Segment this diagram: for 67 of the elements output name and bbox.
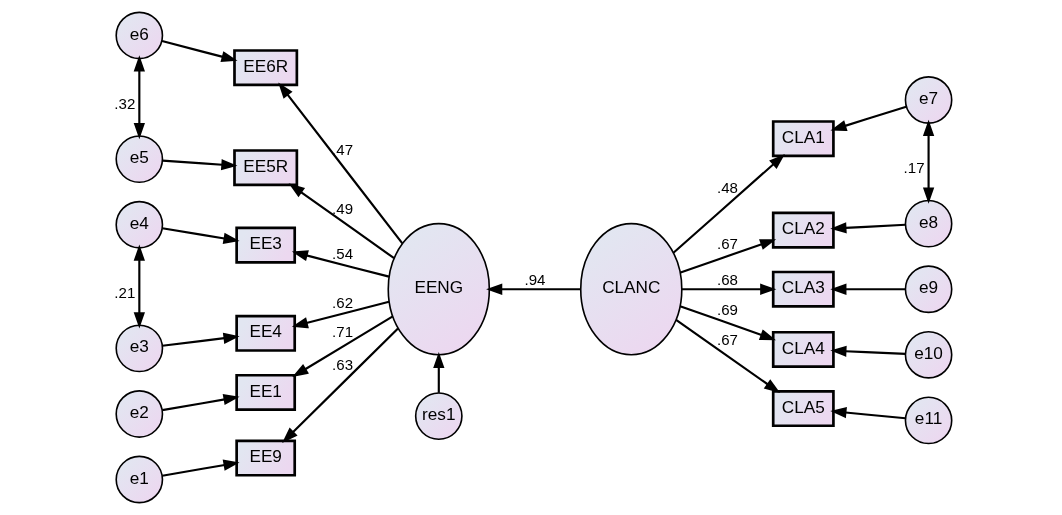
- arrow: [679, 305, 776, 341]
- arrow: [291, 250, 390, 278]
- arrow: [830, 283, 906, 295]
- arrow: [282, 327, 399, 443]
- node-circle: e2: [115, 390, 164, 438]
- edge-label: .94: [524, 271, 546, 289]
- arrow: [292, 315, 394, 378]
- edge-label: .48: [717, 178, 738, 196]
- edge-label: .71: [332, 322, 354, 340]
- node-circle: e10: [904, 330, 953, 379]
- edge-label: .62: [332, 293, 354, 311]
- edge-label: .47: [332, 141, 354, 159]
- node-box: EE9: [235, 439, 297, 477]
- node-ellipse: CLANC: [579, 222, 683, 356]
- node-circle: e5: [115, 135, 164, 184]
- arrow: [161, 40, 238, 63]
- arrow: [133, 55, 145, 140]
- arrow: [830, 407, 906, 420]
- node-box: EE1: [235, 373, 297, 411]
- node-circle: e6: [115, 11, 164, 60]
- arrow: [830, 105, 907, 132]
- node-circle: e7: [904, 76, 953, 124]
- edge-label: .32: [114, 94, 136, 112]
- arrow: [675, 319, 781, 394]
- node-circle: e1: [115, 455, 164, 504]
- arrow: [162, 393, 240, 412]
- node-circle: e3: [115, 324, 164, 373]
- arrow: [162, 159, 238, 171]
- arrow: [672, 154, 785, 254]
- node-box: CLA2: [771, 211, 835, 249]
- node-circle: e11: [904, 396, 953, 445]
- node-box: EE3: [235, 226, 297, 264]
- arrow: [830, 345, 906, 357]
- edge-label: .49: [332, 200, 354, 218]
- node-circle: e8: [904, 199, 953, 248]
- node-box: CLA5: [771, 390, 835, 428]
- arrow: [680, 239, 777, 274]
- node-ellipse: EENG: [387, 222, 491, 356]
- arrow: [162, 227, 240, 244]
- arrow: [922, 119, 935, 204]
- edge-label: .67: [717, 234, 738, 252]
- edge-label: .17: [903, 159, 925, 177]
- arrow: [278, 82, 404, 245]
- node-box: EE5R: [233, 149, 299, 187]
- edge-label: .21: [114, 284, 136, 302]
- node-box: EE4: [235, 314, 297, 352]
- arrow: [162, 459, 240, 477]
- arrow: [681, 283, 777, 295]
- edge-label: .69: [717, 301, 738, 319]
- arrow: [288, 183, 395, 260]
- arrow: [486, 283, 581, 295]
- edge-label: .63: [332, 356, 354, 374]
- node-box: CLA4: [771, 330, 835, 368]
- edge-label: .67: [717, 331, 738, 349]
- node-circle: e9: [904, 265, 953, 314]
- node-circle: res1: [414, 392, 463, 441]
- arrow: [291, 300, 390, 329]
- node-box: CLA3: [771, 270, 835, 308]
- node-box: EE6R: [233, 49, 299, 87]
- edge-label: .54: [332, 245, 354, 263]
- arrow: [433, 351, 445, 393]
- arrow: [830, 222, 906, 234]
- node-box: CLA1: [771, 120, 835, 158]
- node-circle: e4: [115, 200, 164, 249]
- edge-label: .68: [717, 271, 738, 289]
- arrow: [133, 244, 145, 329]
- arrow: [162, 332, 240, 347]
